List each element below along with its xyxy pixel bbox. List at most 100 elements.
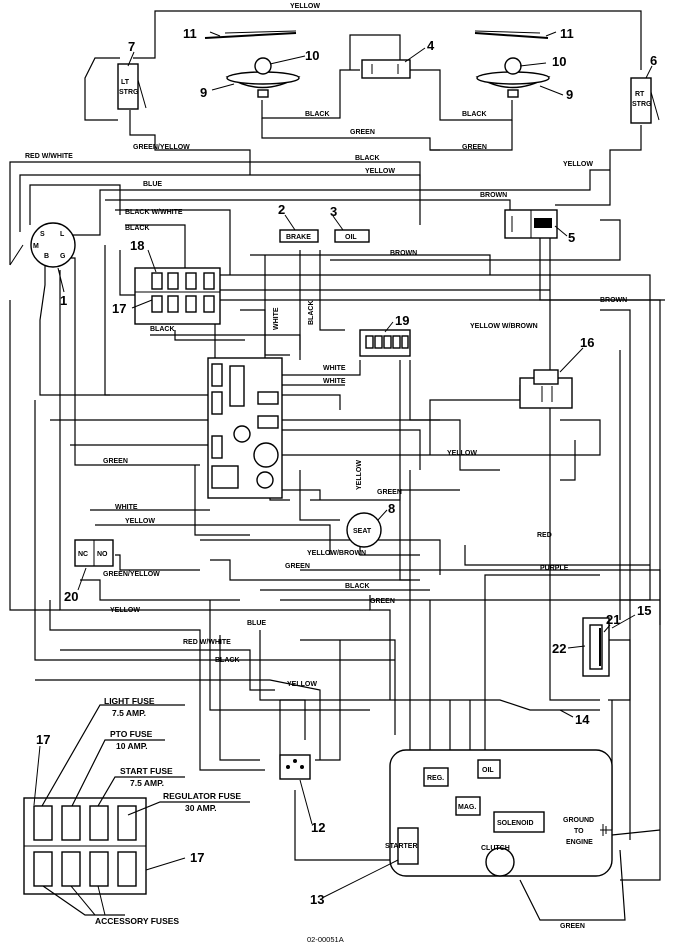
pto-fuse-label: PTO FUSE — [110, 729, 153, 739]
callout-9-right: 9 — [566, 87, 573, 102]
wire-label: YELLOW — [290, 3, 320, 10]
callout-13: 13 — [310, 892, 324, 907]
callout-3: 3 — [330, 204, 337, 219]
engine-clutch: CLUTCH — [481, 845, 510, 852]
plug-12 — [279, 754, 311, 780]
brake-label: BRAKE — [286, 234, 311, 241]
callout-20: 20 — [64, 589, 78, 604]
interlock-switch-20: NC NO — [74, 539, 114, 567]
connector-19 — [359, 329, 411, 357]
wire-label: BROWN — [390, 250, 417, 257]
relay-5 — [504, 209, 558, 239]
callout-numbers: 7 11 11 10 10 9 9 4 6 1 2 3 5 18 17 19 1… — [60, 26, 657, 907]
wire-label: BLACK — [125, 225, 150, 232]
callout-21: 21 — [606, 612, 620, 627]
rt-strg-label-2: STRG — [632, 101, 652, 108]
callout-17-legend-top: 17 — [36, 732, 50, 747]
callout-10-left: 10 — [305, 48, 319, 63]
oil-switch-label: OIL — [345, 234, 357, 241]
wire-label: GREEN/YELLOW — [103, 571, 160, 578]
ign-l: L — [60, 231, 65, 238]
wire-label: WHITE — [323, 365, 346, 372]
ign-s: S — [40, 231, 45, 238]
callout-17-legend-bottom: 17 — [190, 850, 204, 865]
wire-label: BLACK — [305, 111, 330, 118]
engine-reg: REG. — [427, 775, 444, 782]
wire-label: YELLOW — [447, 450, 477, 457]
rt-strg-switch: RT STRG — [630, 77, 660, 124]
wire-label: BLACK — [345, 583, 370, 590]
wire-label: RED W/WHITE — [25, 153, 73, 160]
wire-label: YELLOW — [110, 607, 140, 614]
callout-2: 2 — [278, 202, 285, 217]
wire-label: GREEN — [377, 489, 402, 496]
wire-label: GREEN — [370, 598, 395, 605]
callout-17-upper: 17 — [112, 301, 126, 316]
wire-label: WHITE — [115, 504, 138, 511]
callout-10-right: 10 — [552, 54, 566, 69]
callout-9-left: 9 — [200, 85, 207, 100]
wire-label: YELLOW — [356, 460, 363, 490]
wire-label: GREEN — [462, 144, 487, 151]
callout-6: 6 — [650, 53, 657, 68]
lt-strg-switch: LT STRG — [117, 63, 147, 110]
no-label: NO — [97, 551, 108, 558]
nc-label: NC — [78, 551, 88, 558]
ign-g: G — [60, 253, 66, 260]
accessory-fuses-label: ACCESSORY FUSES — [95, 916, 179, 926]
wire-label: YELLOW — [125, 518, 155, 525]
wire-label: GREEN — [103, 458, 128, 465]
ign-m: M — [33, 243, 39, 250]
drawing-code: 02-00051A — [307, 935, 344, 944]
wire-label: YELLOW/BROWN — [307, 550, 366, 557]
regulator-22 — [582, 617, 610, 677]
wire-label: PURPLE — [540, 565, 569, 572]
pto-fuse-amp: 10 AMP. — [116, 741, 148, 751]
callout-15: 15 — [637, 603, 651, 618]
callout-11-left: 11 — [183, 26, 197, 41]
callout-19: 19 — [395, 313, 409, 328]
callout-leaders — [57, 31, 653, 899]
fuse-block-upper — [134, 267, 221, 325]
wire-label: BLUE — [143, 181, 162, 188]
seat-switch: SEAT — [346, 512, 382, 548]
wire-runs — [9, 10, 665, 921]
engine-mag: MAG. — [458, 804, 476, 811]
control-module — [207, 357, 283, 499]
wire-label: RED W/WHITE — [183, 639, 231, 646]
wire-label: GREEN/YELLOW — [133, 144, 190, 151]
wire-label: BROWN — [600, 297, 627, 304]
light-fuse-label: LIGHT FUSE — [104, 696, 155, 706]
wire-label: YELLOW W/BROWN — [470, 323, 538, 330]
brake-switch: BRAKE — [279, 229, 319, 243]
headlight-left — [225, 57, 301, 98]
engine-ground-2: TO — [574, 828, 584, 835]
oil-pressure-switch: OIL — [334, 229, 370, 243]
ignition-switch: S L M B G — [9, 222, 76, 268]
regulator-fuse-amp: 30 AMP. — [185, 803, 217, 813]
callout-4: 4 — [427, 38, 435, 53]
engine-solenoid: SOLENOID — [497, 820, 534, 827]
seat-label: SEAT — [353, 528, 372, 535]
engine-oil: OIL — [482, 767, 494, 774]
callout-12: 12 — [311, 820, 325, 835]
wire-label: YELLOW — [563, 161, 593, 168]
wire-label: GREEN — [560, 923, 585, 930]
engine-outline: REG. OIL MAG. SOLENOID STARTER CLUTCH GR… — [385, 749, 613, 877]
wire-label: BROWN — [480, 192, 507, 199]
callout-5: 5 — [568, 230, 575, 245]
callout-11-right: 11 — [560, 26, 574, 41]
ign-b: B — [44, 253, 49, 260]
callout-18: 18 — [130, 238, 144, 253]
callout-16: 16 — [580, 335, 594, 350]
callout-14: 14 — [575, 712, 590, 727]
fuse-legend: LIGHT FUSE 7.5 AMP. PTO FUSE 10 AMP. STA… — [23, 696, 250, 926]
callout-1: 1 — [60, 293, 67, 308]
light-switch — [361, 59, 411, 79]
callout-22: 22 — [552, 641, 566, 656]
wire-label: BLUE — [247, 620, 266, 627]
engine-ground-1: GROUND — [563, 817, 594, 824]
engine-starter: STARTER — [385, 843, 418, 850]
wire-label: BLACK — [215, 657, 240, 664]
wire-label: BLACK — [308, 301, 315, 326]
